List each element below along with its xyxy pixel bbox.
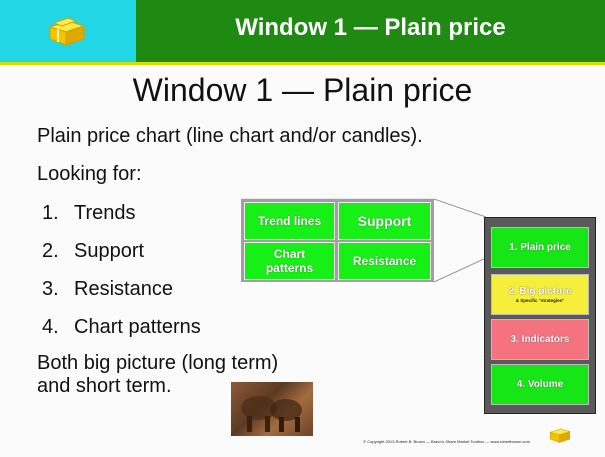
header-bar: Window 1 — Plain price <box>0 0 605 62</box>
tile-chart-patterns: Chart patterns <box>244 242 335 280</box>
yellow-gift-box-icon <box>48 17 86 46</box>
list-item: 1. Trends <box>42 202 136 225</box>
both-line-2: and short term. <box>37 375 172 397</box>
box-volume: 4. Volume <box>491 364 589 405</box>
header-accent-line <box>0 62 605 65</box>
list-number: 4. <box>42 316 59 338</box>
window-stack-panel: 1. Plain price 2. Big picture & Specific… <box>484 217 596 414</box>
tile-trend-lines: Trend lines <box>244 202 335 240</box>
photo-shapes <box>241 396 302 432</box>
header-title: Window 1 — Plain price <box>235 14 506 41</box>
box-label: 1. Plain price <box>509 242 571 253</box>
chart-concepts-group: Trend lines Support Chart patterns Resis… <box>241 199 434 282</box>
list-text: Resistance <box>74 278 173 300</box>
list-text: Trends <box>74 202 136 224</box>
box-big-picture: 2. Big picture & Specific "strategies" <box>491 274 589 315</box>
subtitle-text: Plain price chart (line chart and/or can… <box>37 125 423 147</box>
list-number: 1. <box>42 202 59 224</box>
list-item: 4. Chart patterns <box>42 316 201 339</box>
list-item: 2. Support <box>42 240 144 263</box>
tile-resistance: Resistance <box>338 242 431 280</box>
both-line-1: Both big picture (long term) <box>37 352 279 374</box>
box-indicators: 3. Indicators <box>491 319 589 360</box>
header-right-block <box>136 0 605 62</box>
yellow-gift-box-icon <box>549 428 571 443</box>
slide-title: Window 1 — Plain price <box>132 72 473 108</box>
looking-for-label: Looking for: <box>37 163 142 185</box>
list-text: Chart patterns <box>74 316 201 338</box>
list-text: Support <box>74 240 145 262</box>
elephants-photo <box>231 382 313 436</box>
list-number: 2. <box>42 240 59 262</box>
box-plain-price: 1. Plain price <box>491 227 589 268</box>
box-label: 3. Indicators <box>510 334 570 345</box>
box-sub-label: & Specific "strategies" <box>515 298 565 303</box>
list-number: 3. <box>42 278 59 300</box>
box-label: 2. Big picture <box>508 286 572 297</box>
list-item: 3. Resistance <box>42 278 173 301</box>
footer-copyright: © Copyright 2013 Robert B. Brown — Bravo… <box>363 439 530 444</box>
tile-support: Support <box>338 202 431 240</box>
box-label: 4. Volume <box>516 379 564 390</box>
